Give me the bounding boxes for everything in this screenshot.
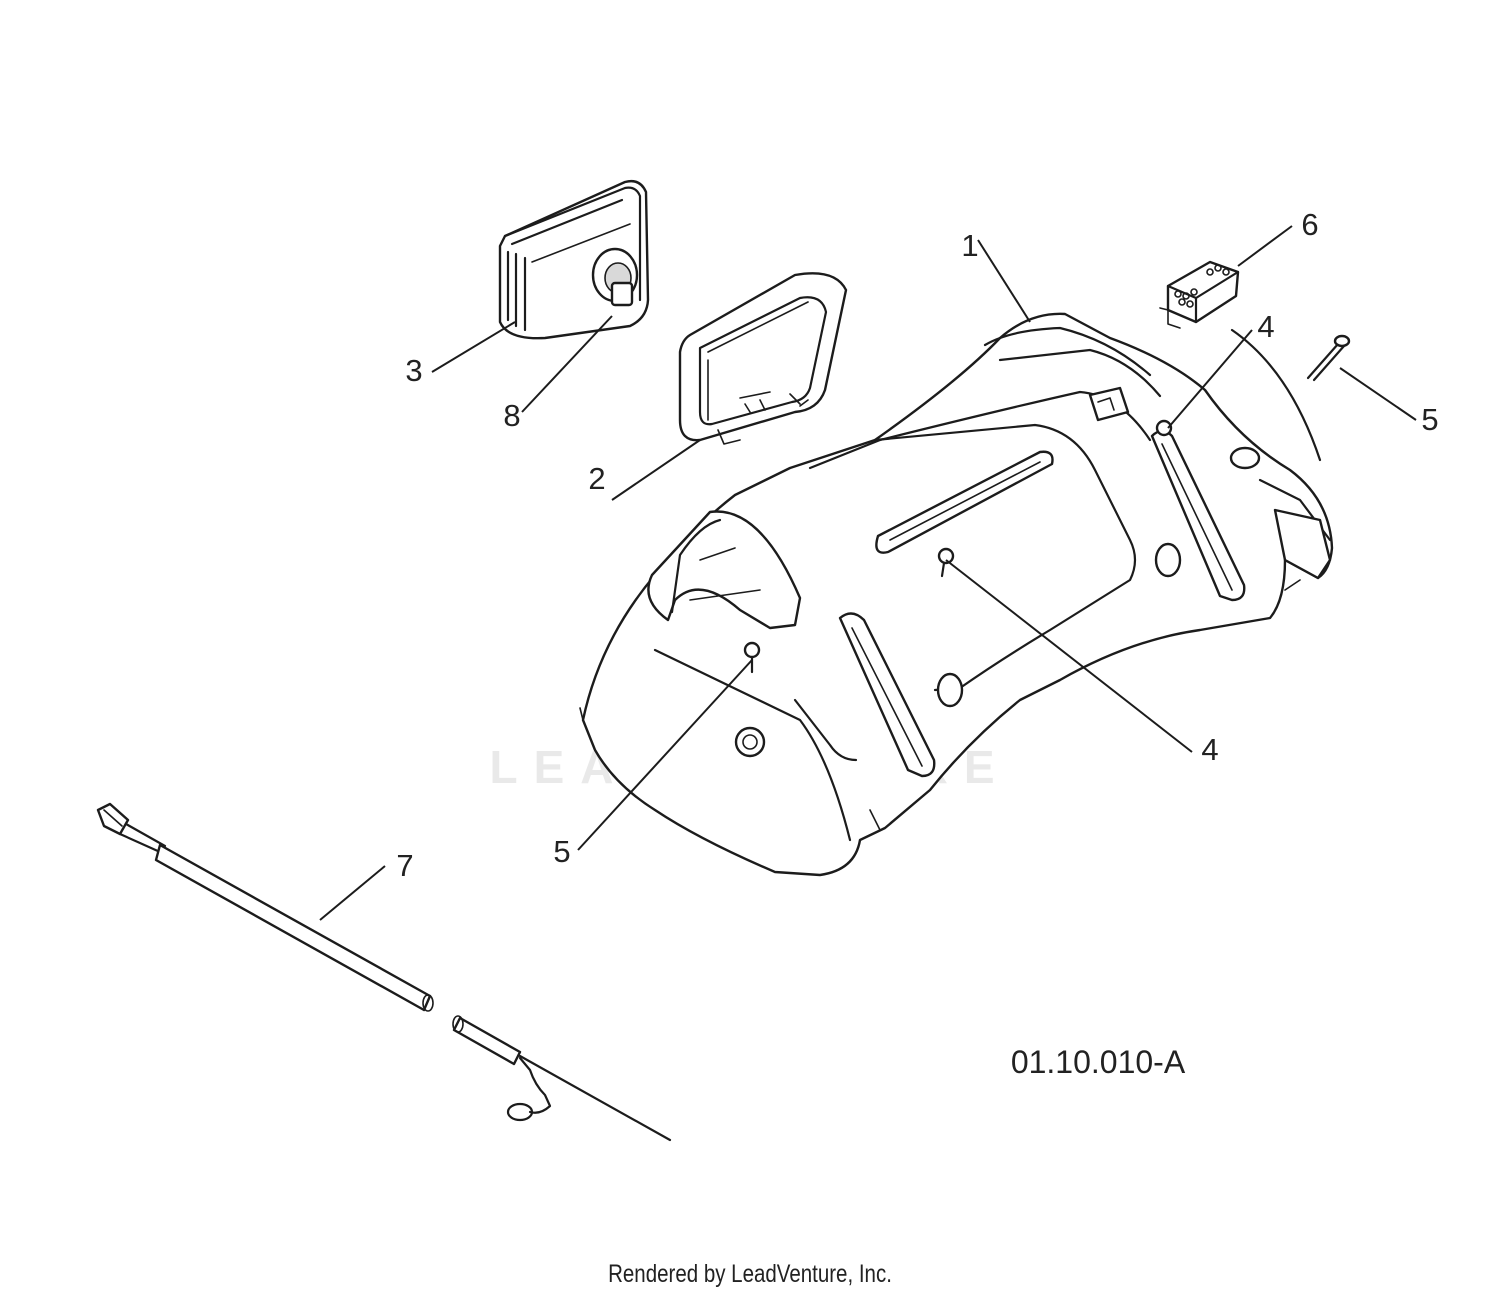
callout-1: 1 [961, 228, 978, 263]
part-connector [1159, 260, 1240, 329]
callout-5-left: 5 [553, 834, 570, 869]
footer-credit: Rendered by LeadVenture, Inc. [608, 1260, 892, 1288]
callout-7: 7 [396, 848, 413, 883]
callout-5-right: 5 [1421, 402, 1438, 437]
callout-4-lower: 4 [1201, 732, 1218, 767]
callout-3: 3 [405, 353, 422, 388]
callout-6: 6 [1301, 207, 1318, 242]
part-bezel [678, 272, 848, 445]
leader-lines [319, 225, 1417, 921]
part-cable [96, 802, 672, 1142]
part-screw-right [1306, 334, 1351, 382]
callout-4-upper: 4 [1257, 309, 1274, 344]
callout-8: 8 [503, 398, 520, 433]
figure-code: 01.10.010-A [1011, 1044, 1186, 1080]
callout-2: 2 [588, 461, 605, 496]
part-dashboard [579, 312, 1334, 877]
part-headlight [498, 179, 650, 340]
